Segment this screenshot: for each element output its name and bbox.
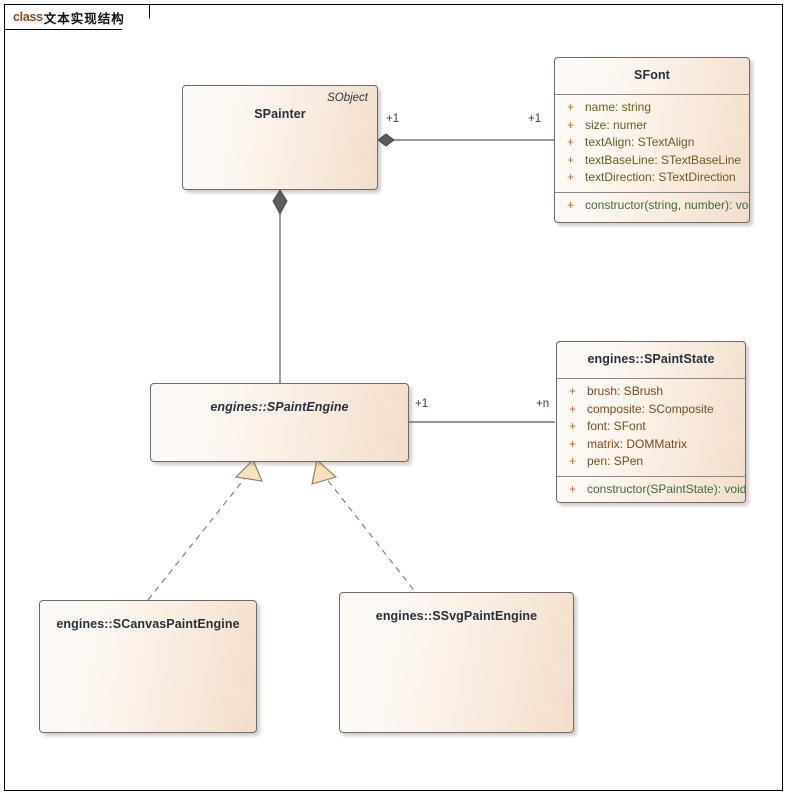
class-stereotype-sobject: SObject [327,92,368,104]
compartment-divider [557,378,745,379]
attribute-row: + textBaseLine: STextBaseLine [555,152,749,170]
visibility-marker: + [567,135,575,149]
class-header-spainter: SObject SPainter [183,86,377,132]
attribute-text: brush: SBrush [587,384,664,398]
class-header-spaintengine: engines::SPaintEngine [151,384,408,425]
multiplicity-painter-font-source: +1 [386,113,400,125]
class-name-spainter: SPainter [254,107,306,121]
attributes-compartment-sfont: + name: string + size: numer + textAlign… [555,95,749,192]
class-header-spaintstate: engines::SPaintState [557,342,745,378]
method-text: constructor(SPaintState): void [587,481,746,496]
visibility-marker: + [569,419,577,433]
visibility-marker: + [567,152,575,167]
class-box-sfont[interactable]: SFont + name: string + size: numer + tex… [554,57,750,223]
multiplicity-engine-state-source: +1 [415,398,429,410]
visibility-marker: + [567,197,575,212]
attribute-text: textDirection: STextDirection [585,170,736,184]
multiplicity-painter-font-target: +1 [528,113,542,125]
diagram-title-text: 文本实现结构 [43,11,125,26]
relation-svg-realization [311,458,421,599]
class-name-scanvaspaintengine: engines::SCanvasPaintEngine [56,617,240,631]
class-box-spaintstate[interactable]: engines::SPaintState + brush: SBrush + c… [556,341,746,503]
visibility-marker: + [569,384,577,398]
class-name-spaintengine: engines::SPaintEngine [210,400,349,414]
attribute-text: textAlign: STextAlign [585,135,695,149]
attribute-row: + name: string [555,99,749,117]
class-name-ssvgpaintengine: engines::SSvgPaintEngine [375,609,538,623]
class-header-ssvgpaintengine: engines::SSvgPaintEngine [340,593,573,634]
attribute-row: + size: numer [555,117,749,135]
visibility-marker: + [569,401,577,416]
visibility-marker: + [569,436,577,451]
methods-compartment-sfont: + constructor(string, number): void [555,193,749,220]
class-header-scanvaspaintengine: engines::SCanvasPaintEngine [40,601,256,642]
visibility-marker: + [569,481,577,496]
attributes-compartment-spaintstate: + brush: SBrush + composite: SComposite … [557,379,745,476]
compartment-divider [555,191,749,193]
class-name-sfont: SFont [634,68,670,82]
attribute-row: + matrix: DOMMatrix [557,436,745,454]
class-box-spaintengine[interactable]: engines::SPaintEngine [150,383,409,462]
attribute-row: + font: SFont [557,418,745,436]
attribute-text: matrix: DOMMatrix [587,436,687,451]
method-text: constructor(string, number): void [585,197,750,212]
diagram-title-keyword: class [13,10,43,24]
visibility-marker: + [567,117,575,132]
compartment-divider [557,475,745,477]
class-box-spainter[interactable]: SObject SPainter [182,85,378,190]
attribute-text: font: SFont [587,419,646,433]
attribute-row: + textDirection: STextDirection [555,169,749,187]
method-row: + constructor(SPaintState): void [557,481,745,499]
relation-painter-engine [272,189,288,383]
class-box-scanvaspaintengine[interactable]: engines::SCanvasPaintEngine [39,600,257,733]
attribute-text: composite: SComposite [587,401,714,416]
attribute-row: + brush: SBrush [557,383,745,401]
class-header-sfont: SFont [555,58,749,94]
attribute-row: + textAlign: STextAlign [555,134,749,152]
visibility-marker: + [567,170,575,184]
multiplicity-engine-state-target: +n [536,398,550,410]
class-box-ssvgpaintengine[interactable]: engines::SSvgPaintEngine [339,592,574,733]
relation-painter-font [377,133,555,147]
compartment-divider [555,94,749,95]
visibility-marker: + [569,454,577,468]
visibility-marker: + [567,100,575,114]
attribute-text: size: numer [585,117,648,132]
attribute-row: + pen: SPen [557,453,745,471]
attribute-row: + composite: SComposite [557,401,745,419]
attribute-text: textBaseLine: STextBaseLine [585,152,742,167]
attribute-text: name: string [585,100,652,114]
method-row: + constructor(string, number): void [555,197,749,215]
methods-compartment-spaintstate: + constructor(SPaintState): void [557,477,745,503]
attribute-text: pen: SPen [587,454,644,468]
class-name-spaintstate: engines::SPaintState [587,352,715,366]
relation-canvas-realization [147,459,263,601]
